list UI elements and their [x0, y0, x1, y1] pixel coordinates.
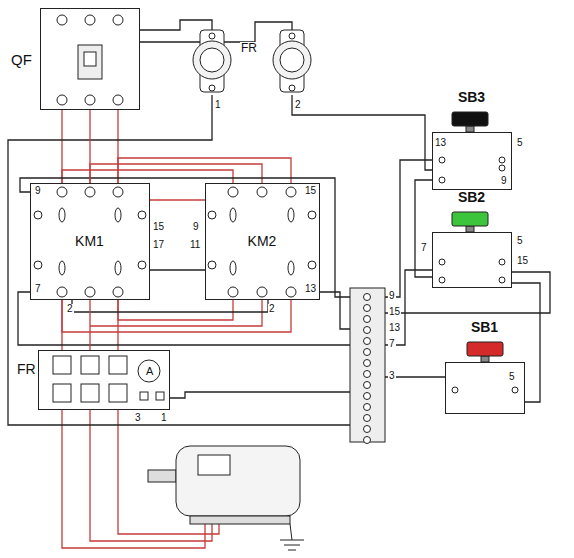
terminal-number: 2: [268, 304, 276, 314]
terminal-number: 11: [189, 240, 201, 250]
terminal-number: 17: [152, 240, 165, 250]
wire: [89, 110, 90, 183]
terminal-number: 15: [516, 256, 529, 266]
node-label: QF: [9, 51, 34, 68]
terminal-number: 5: [516, 236, 524, 246]
terminal-number: 15: [388, 307, 401, 317]
terminal-number: 3: [134, 413, 142, 423]
terminal-number: 9: [500, 176, 508, 186]
terminal-block: [350, 288, 385, 444]
thermal-relay-body: [53, 356, 164, 402]
contactor: KM1: [30, 183, 150, 300]
push-button: SB1: [445, 362, 525, 414]
node-label: KM1: [73, 233, 106, 249]
wire: [89, 300, 90, 350]
terminal-number: 7: [420, 243, 428, 253]
terminal-number: 1: [160, 413, 168, 423]
terminal-number: 9: [388, 291, 396, 301]
meter-symbol-letter: A: [145, 366, 154, 377]
terminal-number: 5: [508, 372, 516, 382]
terminal-number: 2: [294, 100, 302, 110]
push-button-caps: [439, 112, 518, 393]
wire: [512, 283, 540, 402]
control-wires: [8, 20, 550, 425]
wire: [415, 180, 432, 277]
terminal-number: 13: [388, 323, 401, 333]
node-label: SB1: [469, 319, 500, 335]
terminal-number: 9: [34, 186, 42, 196]
terminal-number: 3: [388, 371, 396, 381]
fuse-symbol: [193, 30, 311, 92]
terminal-number: 1: [214, 100, 222, 110]
terminal-number: 15: [304, 186, 317, 196]
contactor-terminals: [34, 187, 316, 297]
motor: [148, 446, 304, 550]
terminal-number: 7: [34, 284, 42, 294]
terminal-number: 7: [388, 339, 396, 349]
circuit-breaker: QF: [40, 8, 140, 110]
breaker-body: [57, 15, 123, 105]
thermal-relay: FR: [38, 350, 170, 410]
node-label: SB2: [456, 189, 487, 205]
terminal-number: 13: [304, 284, 317, 294]
terminal-number: 2: [66, 304, 74, 314]
node-label: SB3: [456, 89, 487, 105]
push-button: SB2: [432, 232, 512, 288]
terminal-number: 15: [152, 222, 165, 232]
terminal-number: 13: [434, 138, 447, 148]
node-label: KM2: [246, 233, 279, 249]
terminal-number: 5: [516, 138, 524, 148]
terminal-number: 9: [192, 222, 200, 232]
contactor: KM2: [205, 183, 320, 300]
node-label: FR: [15, 361, 38, 377]
device-label: FR: [240, 42, 258, 54]
wire: [150, 199, 205, 200]
